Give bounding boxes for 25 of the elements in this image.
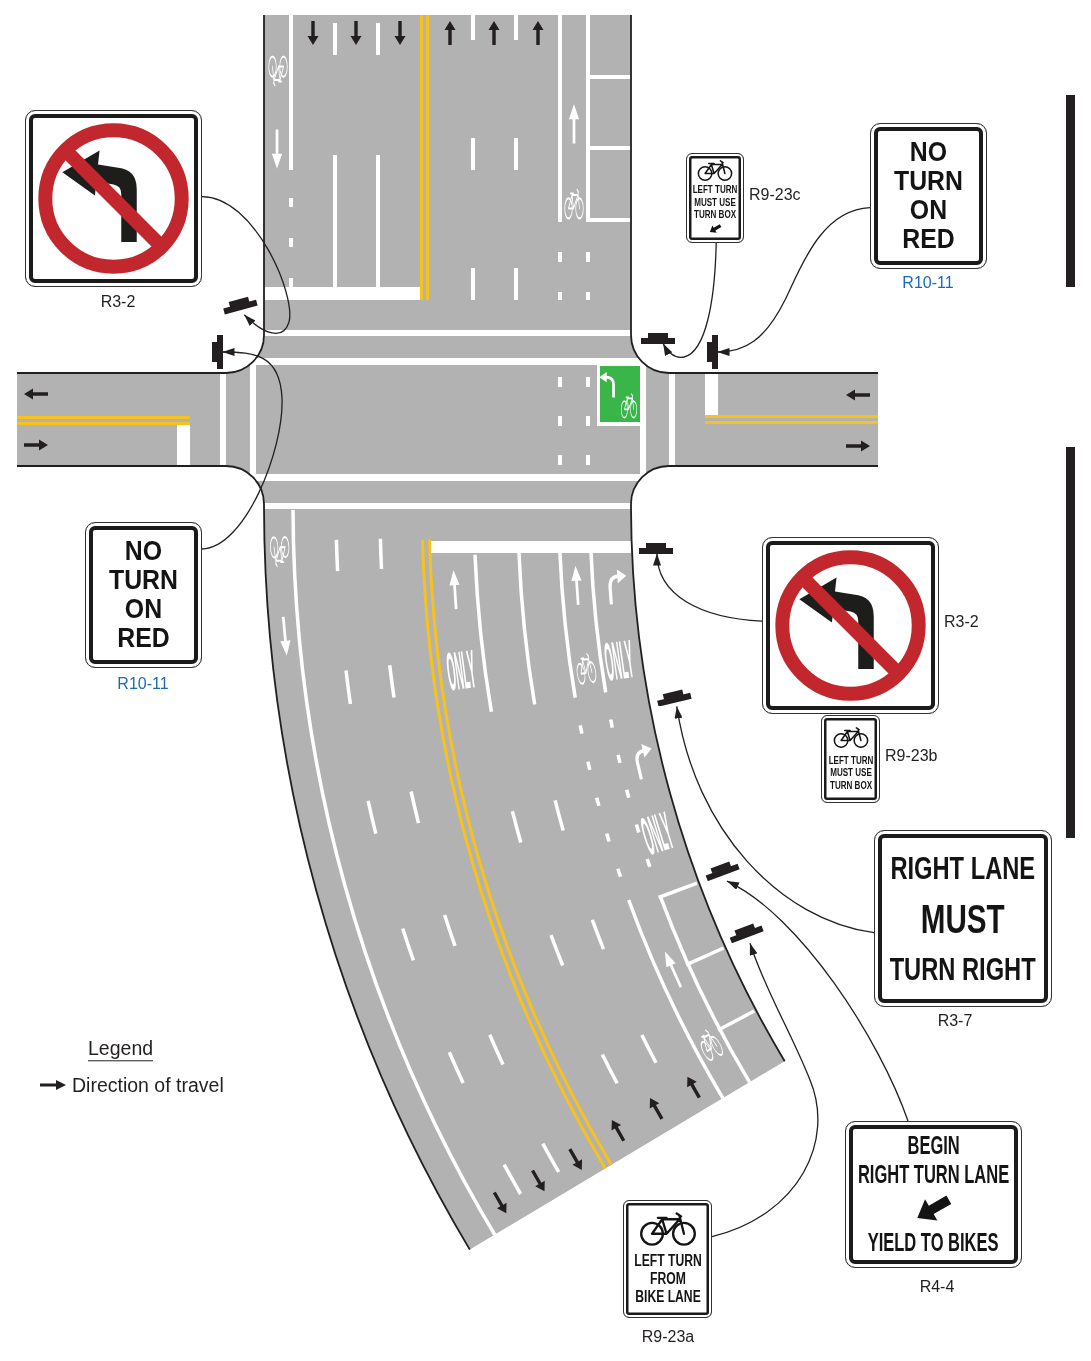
sign-text: TURN RIGHT <box>890 950 1036 987</box>
legend-text: Direction of travel <box>72 1073 224 1097</box>
sign-text: RIGHT TURN LANE <box>857 1160 1010 1188</box>
sign-code: R9-23a <box>641 1328 695 1346</box>
legend-heading: Legend <box>88 1038 154 1062</box>
pavement-marking-text: ONLY <box>602 636 636 684</box>
sign-text: LEFT TURN MUST USE TURN BOX <box>691 183 739 221</box>
sign-text: YIELD TO BIKES <box>868 1229 999 1257</box>
sign-code: R3-2 <box>944 613 979 631</box>
pavement-marking-text: ONLY <box>637 808 677 858</box>
sign-code: R9-23b <box>885 747 938 765</box>
sign-text: BEGIN <box>907 1132 960 1160</box>
sign-code: R3-2 <box>100 293 136 311</box>
sign-code: R3-7 <box>937 1012 973 1030</box>
sign-text: LEFT TURN FROM BIKE LANE <box>632 1252 703 1307</box>
sign-text: NO TURN ON RED <box>894 138 963 254</box>
sign-code: R4-4 <box>919 1278 955 1296</box>
sign-text: RIGHT LANE <box>890 850 1036 887</box>
sign-text: NO TURN ON RED <box>109 537 178 653</box>
sign-text: MUST <box>921 896 1005 941</box>
pavement-marking-text: ONLY <box>444 646 478 694</box>
sign-code: R9-23c <box>749 186 801 204</box>
sign-code: R10-11 <box>902 274 954 292</box>
sign-text: LEFT TURN MUST USE TURN BOX <box>827 753 874 792</box>
sign-code: R10-11 <box>117 675 169 693</box>
